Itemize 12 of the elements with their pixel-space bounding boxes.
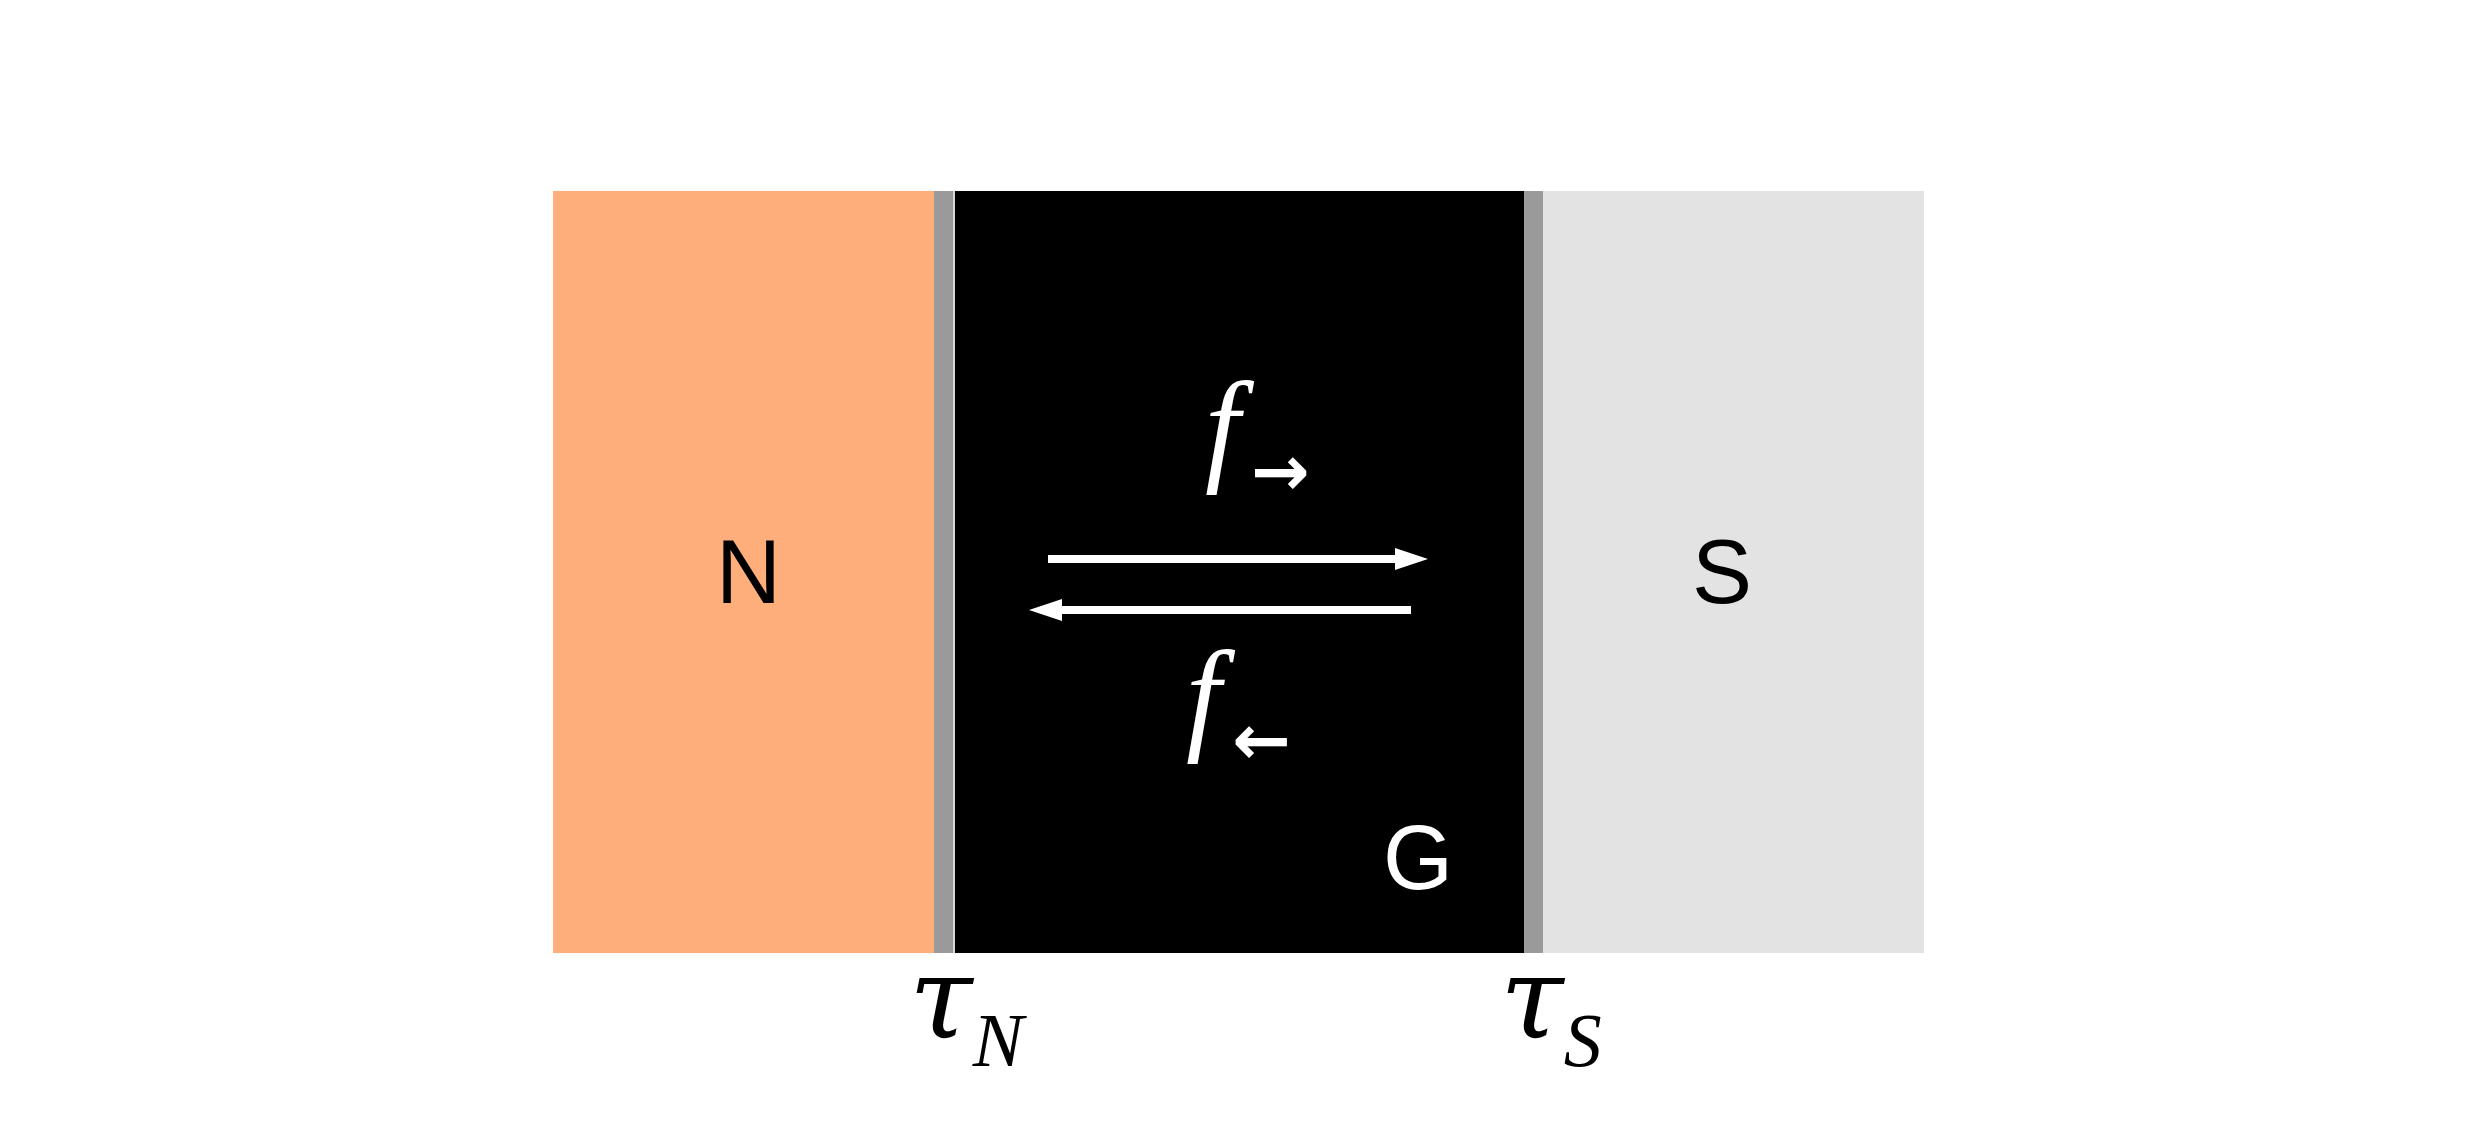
layer-block <box>1543 191 1924 953</box>
interface-strip <box>1524 191 1543 953</box>
interface-strip <box>934 191 953 953</box>
math-label: τ$_{N}$ <box>905 960 1034 1086</box>
layer-block <box>953 191 1524 953</box>
math-label: τ$_{S}$ <box>1499 960 1603 1084</box>
layer-label: N <box>716 527 781 617</box>
layer-label: G <box>1383 813 1453 903</box>
layer-block <box>553 191 934 953</box>
layer-label: S <box>1692 527 1753 617</box>
math-label: f$_{←}$ <box>1185 633 1292 772</box>
math-label: f$_{→}$ <box>1204 364 1311 503</box>
